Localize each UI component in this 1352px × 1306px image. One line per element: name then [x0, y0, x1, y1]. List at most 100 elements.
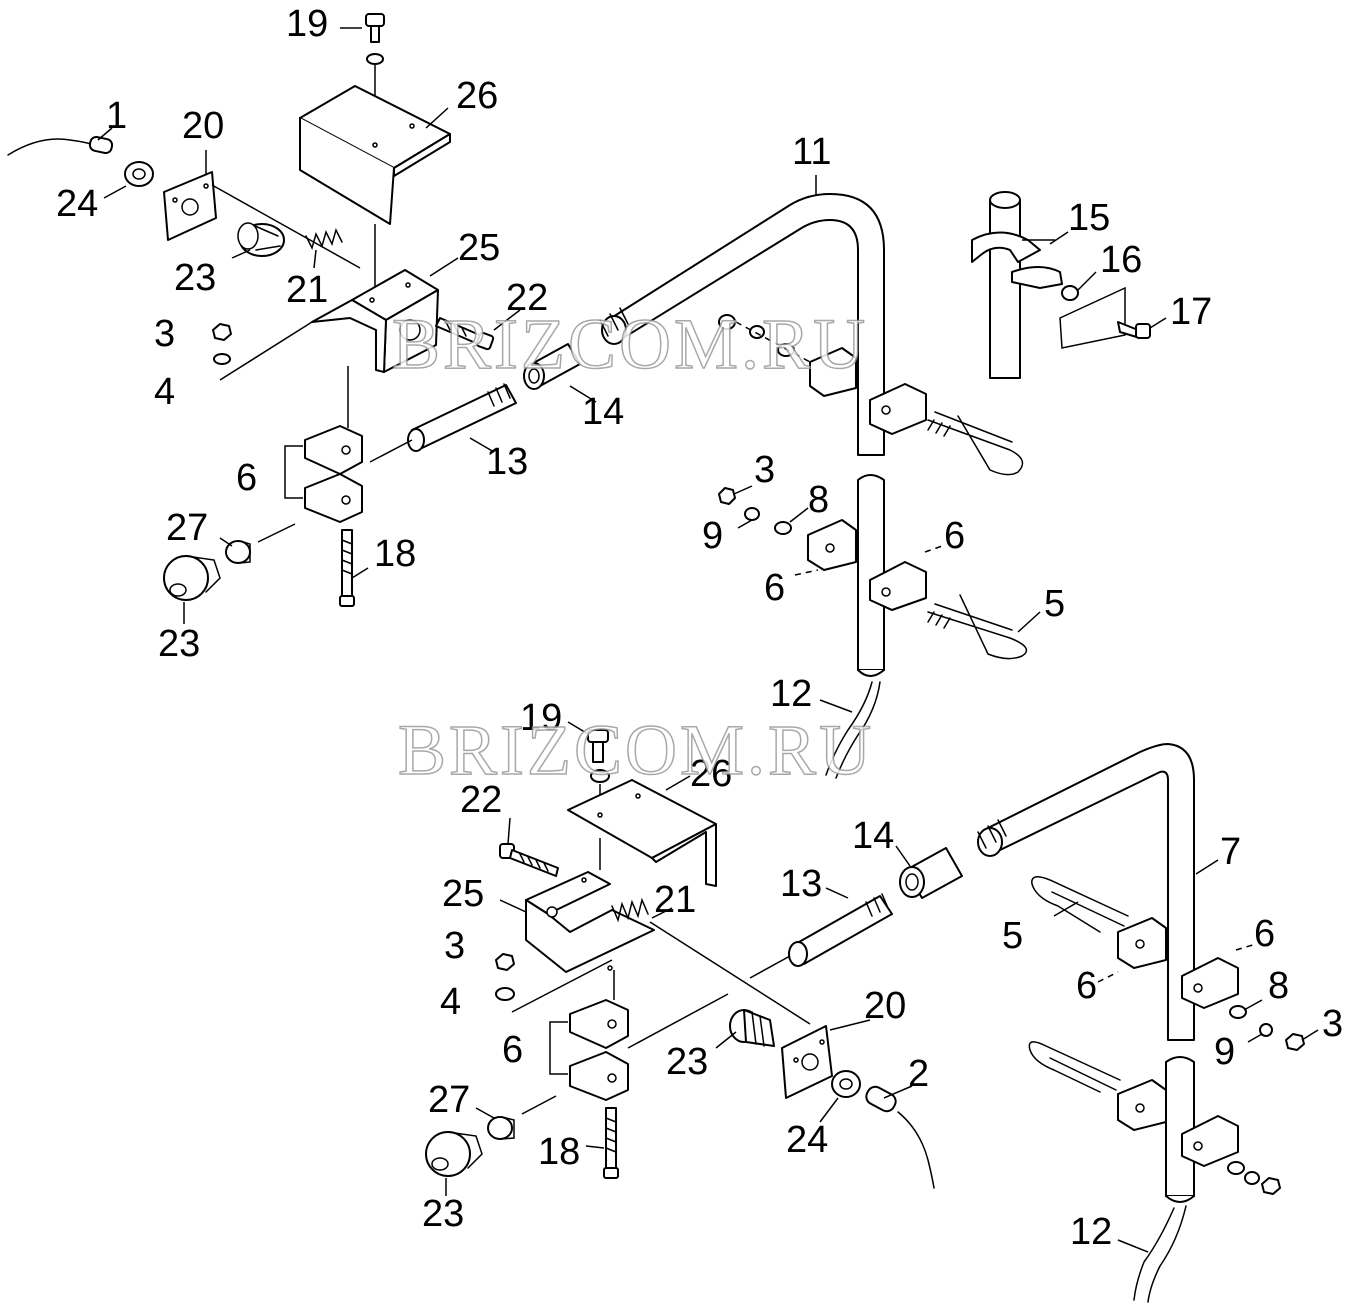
label-22: 22 — [506, 277, 548, 319]
part-labels-bottom: 19 26 22 25 21 3 4 6 27 18 23 23 20 2 24… — [422, 697, 1343, 1253]
label-16: 16 — [1100, 239, 1142, 281]
cable-gland-part-23-top-lower — [163, 555, 221, 601]
label-3: 3 — [754, 449, 775, 491]
label-6: 6 — [1076, 965, 1097, 1007]
label-27: 27 — [166, 507, 208, 549]
label-26: 26 — [456, 75, 498, 117]
label-26: 26 — [690, 753, 732, 795]
tube-segment-bottom-lower — [1133, 1056, 1195, 1303]
nipple-part-13-top — [369, 383, 517, 463]
cable-gland-part-23-top — [237, 222, 285, 257]
nut-part-24 — [124, 161, 154, 187]
label-3: 3 — [154, 313, 175, 355]
cover-part-26-bottom — [567, 779, 717, 887]
label-27: 27 — [428, 1079, 470, 1121]
screw-part-19-bottom — [587, 729, 610, 812]
label-20: 20 — [864, 985, 906, 1027]
bolt-part-22-bottom — [499, 843, 559, 877]
sensor-part-1 — [7, 135, 114, 156]
leader-lines-top — [97, 27, 1167, 713]
u-bolt-part-5-top — [927, 594, 1028, 660]
bolt-part-18-top — [339, 529, 355, 607]
nut-part-3-bottom — [495, 953, 515, 971]
bolt-part-22-top — [435, 317, 495, 351]
label-12: 12 — [770, 673, 812, 715]
label-22: 22 — [460, 779, 502, 821]
cable-gland-part-23-bottom — [425, 1131, 483, 1177]
label-21: 21 — [286, 269, 328, 311]
label-14: 14 — [582, 391, 624, 433]
u-bolt-part-5-bottom — [1031, 876, 1129, 933]
washer-part-4-top — [213, 353, 231, 365]
part-labels-top: 19 1 20 24 23 21 26 25 22 3 4 14 13 6 27… — [56, 3, 1212, 715]
label-5: 5 — [1044, 583, 1065, 625]
label-13: 13 — [780, 863, 822, 905]
label-3: 3 — [444, 925, 465, 967]
plate-part-20 — [163, 171, 361, 269]
plug-part-27-bottom — [487, 1095, 557, 1140]
watermark-bottom: BRIZCOM.RU — [398, 710, 874, 790]
label-11: 11 — [792, 131, 831, 173]
label-6: 6 — [1254, 913, 1275, 955]
tube-part-7 — [977, 743, 1195, 1041]
clamp-part-6-top — [284, 366, 363, 523]
nipple-part-13-bottom — [749, 893, 893, 979]
label-21: 21 — [654, 879, 696, 921]
label-12: 12 — [1070, 1211, 1112, 1253]
tube-clamp-bottom-lower — [1028, 1041, 1281, 1195]
label-13: 13 — [486, 441, 528, 483]
plug-part-27-top — [225, 523, 296, 564]
label-24: 24 — [786, 1119, 828, 1161]
label-8: 8 — [808, 479, 829, 521]
label-6: 6 — [764, 567, 785, 609]
label-8: 8 — [1268, 965, 1289, 1007]
label-18: 18 — [374, 533, 416, 575]
tube-segment-top-lower — [825, 474, 885, 779]
bolt-part-18-bottom — [603, 1107, 619, 1179]
label-1: 1 — [106, 95, 127, 137]
clamp-part-6-bottom — [549, 970, 729, 1101]
cover-part-26-top — [299, 85, 451, 300]
watermarks: BRIZCOM.RU BRIZCOM.RU — [391, 303, 874, 791]
nut-part-24-bottom — [831, 1070, 861, 1098]
label-23: 23 — [422, 1193, 464, 1235]
label-20: 20 — [182, 105, 224, 147]
tube-clamp-top-upper — [718, 314, 927, 435]
cable-gland-part-23-bottom-right — [729, 1009, 775, 1047]
label-23: 23 — [174, 257, 216, 299]
label-25: 25 — [442, 873, 484, 915]
label-23: 23 — [158, 623, 200, 665]
tube-clamp-bottom-upper — [1097, 917, 1305, 1051]
washer-part-4-bottom — [495, 987, 515, 1001]
watermark-top: BRIZCOM.RU — [392, 304, 868, 384]
label-9: 9 — [1214, 1031, 1235, 1073]
label-15: 15 — [1068, 197, 1110, 239]
label-6: 6 — [236, 457, 257, 499]
label-4: 4 — [154, 371, 175, 413]
label-9: 9 — [702, 515, 723, 557]
label-6: 6 — [502, 1029, 523, 1071]
label-19: 19 — [520, 697, 562, 739]
label-14: 14 — [852, 815, 894, 857]
tube-part-11 — [599, 193, 885, 456]
label-5: 5 — [1002, 915, 1023, 957]
bottom-assembly: 19 26 22 25 21 3 4 6 27 18 23 23 20 2 24… — [422, 697, 1343, 1303]
label-3: 3 — [1322, 1003, 1343, 1045]
top-assembly: 19 1 20 24 23 21 26 25 22 3 4 14 13 6 27… — [7, 3, 1212, 779]
tube-clamp-top-lower — [718, 487, 946, 611]
coupling-part-14-top — [523, 343, 581, 390]
pole-part-15 — [971, 191, 1063, 379]
leader-lines-bottom — [445, 721, 1319, 1253]
label-7: 7 — [1220, 831, 1241, 873]
coupling-part-14-bottom — [899, 847, 963, 899]
bolt-part-17 — [1059, 286, 1151, 349]
spring-part-21-top — [305, 227, 343, 251]
label-6: 6 — [944, 515, 965, 557]
label-23: 23 — [666, 1041, 708, 1083]
spring-part-21-bottom — [611, 897, 811, 1025]
nut-part-3-top — [212, 323, 232, 341]
nut-part-16 — [1061, 285, 1079, 301]
u-bolt-top-upper — [927, 411, 1024, 476]
bracket-part-25-bottom — [511, 838, 655, 1013]
